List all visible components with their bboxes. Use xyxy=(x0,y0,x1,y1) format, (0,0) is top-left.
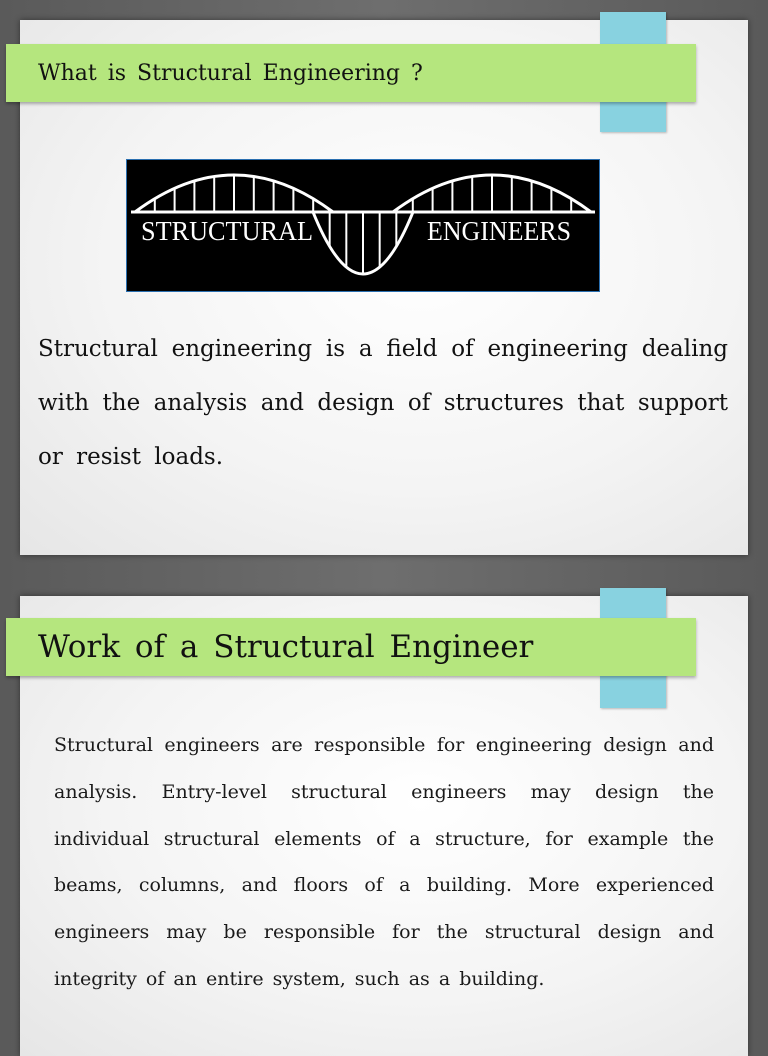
logo-left-text: STRUCTURAL xyxy=(141,216,313,246)
slide-body-text: Structural engineering is a field of eng… xyxy=(38,336,728,470)
slide-title: What is Structural Engineering ? xyxy=(38,60,423,86)
slide-work-of-structural-engineer: Work of a Structural Engineer Structural… xyxy=(6,588,748,1056)
slide-title-bar: What is Structural Engineering ? xyxy=(6,44,696,102)
slide-title: Work of a Structural Engineer xyxy=(38,629,534,665)
logo-right-text: ENGINEERS xyxy=(427,216,571,246)
structural-engineers-logo: STRUCTURAL ENGINEERS xyxy=(126,159,600,292)
slide-structural-engineering: What is Structural Engineering ? STRUCTU… xyxy=(6,12,748,555)
bridge-arch-icon: STRUCTURAL ENGINEERS xyxy=(131,173,595,276)
slide-title-bar: Work of a Structural Engineer xyxy=(6,618,696,676)
slide-body-text: Structural engineers are responsible for… xyxy=(54,734,714,990)
